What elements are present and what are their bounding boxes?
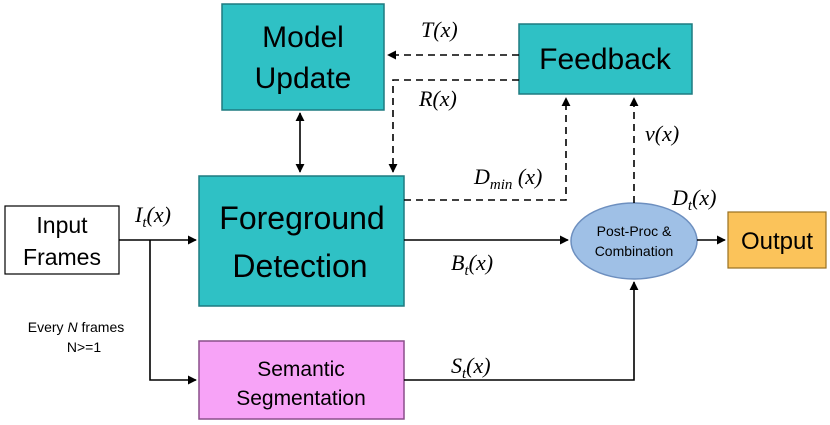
dashed-connectors: [387, 50, 639, 203]
signal-dt-base: D: [671, 185, 688, 210]
signal-r-label: R(x): [418, 86, 457, 111]
signal-it-base: I: [134, 202, 144, 227]
semantic-segmentation-label-line1: Semantic: [257, 358, 345, 381]
output-rect: [727, 211, 827, 269]
signal-dmin-sub: min: [490, 177, 513, 193]
arrow-foreground-to-feedback: [404, 97, 571, 201]
signal-dmin-arg: (x): [512, 164, 542, 189]
arrow-semantic-to-postproc: [404, 281, 639, 381]
signal-t-arg: (x): [433, 17, 457, 42]
solid-connectors: [119, 112, 726, 385]
signal-st-label: St(x): [451, 353, 491, 382]
feedback-rect: [518, 23, 693, 95]
model-update-label-line2: Update: [255, 62, 352, 95]
input-frames-box: Input Frames: [4, 205, 120, 275]
signal-st-base: S: [451, 353, 462, 378]
semantic-segmentation-box: Semantic Segmentation: [198, 340, 405, 420]
signal-bt-label: Bt(x): [451, 250, 493, 279]
frame-interval-note-line1: Every N frames: [28, 319, 125, 335]
signal-dmin-label: Dmin (x): [473, 164, 542, 193]
signal-it-arg: (x): [147, 202, 171, 227]
foreground-detection-rect: [198, 175, 405, 307]
arrow-input-to-semantic: [149, 240, 197, 385]
signal-v-arg: (x): [655, 121, 679, 146]
model-update-label-line1: Model: [262, 21, 344, 54]
model-update-rect: [221, 3, 385, 111]
output-box: Output: [727, 211, 827, 269]
post-proc-shape: [570, 202, 698, 280]
note-var: N: [67, 319, 78, 335]
signal-st-arg: (x): [466, 353, 490, 378]
signal-dt-label: Dt(x): [671, 185, 716, 214]
signal-dt-arg: (x): [692, 185, 716, 210]
signal-t-base: T: [421, 17, 435, 42]
post-proc-ellipse: Post-Proc & Combination: [570, 202, 698, 280]
signal-bt-sub: t: [464, 263, 469, 279]
signal-dmin-base: D: [473, 164, 490, 189]
frame-interval-note-line2: N>=1: [67, 339, 101, 355]
signal-v-label: v(x): [645, 121, 679, 146]
signal-it-label: It(x): [134, 202, 171, 231]
signal-it-sub: t: [142, 215, 147, 231]
note-suffix: frames: [78, 319, 125, 335]
output-label: Output: [741, 228, 813, 255]
post-proc-label-line1: Post-Proc &: [597, 223, 672, 239]
signal-bt-base: B: [451, 250, 464, 275]
signal-st-sub: t: [462, 366, 467, 382]
signal-bt-arg: (x): [469, 250, 493, 275]
input-frames-label-line2: Frames: [23, 244, 101, 270]
feedback-label: Feedback: [539, 43, 672, 76]
input-frames-rect: [4, 205, 120, 275]
feedback-box: Feedback: [518, 23, 693, 95]
signal-v-base: v: [645, 121, 655, 146]
arrow-feedback-to-foreground: [388, 79, 519, 173]
foreground-detection-label-line1: Foreground: [219, 200, 384, 236]
foreground-detection-label-line2: Detection: [232, 248, 367, 284]
signal-dt-sub: t: [688, 198, 693, 214]
model-update-box: Model Update: [221, 3, 385, 111]
foreground-detection-box: Foreground Detection: [198, 175, 405, 307]
note-prefix: Every: [28, 319, 68, 335]
semantic-segmentation-label-line2: Segmentation: [236, 387, 366, 410]
post-proc-label-line2: Combination: [595, 243, 674, 259]
semantic-segmentation-rect: [198, 340, 405, 420]
signal-r-arg: (x): [432, 86, 456, 111]
signal-r-base: R: [418, 86, 433, 111]
signal-t-label: T(x): [421, 17, 458, 42]
input-frames-label-line1: Input: [36, 212, 88, 238]
